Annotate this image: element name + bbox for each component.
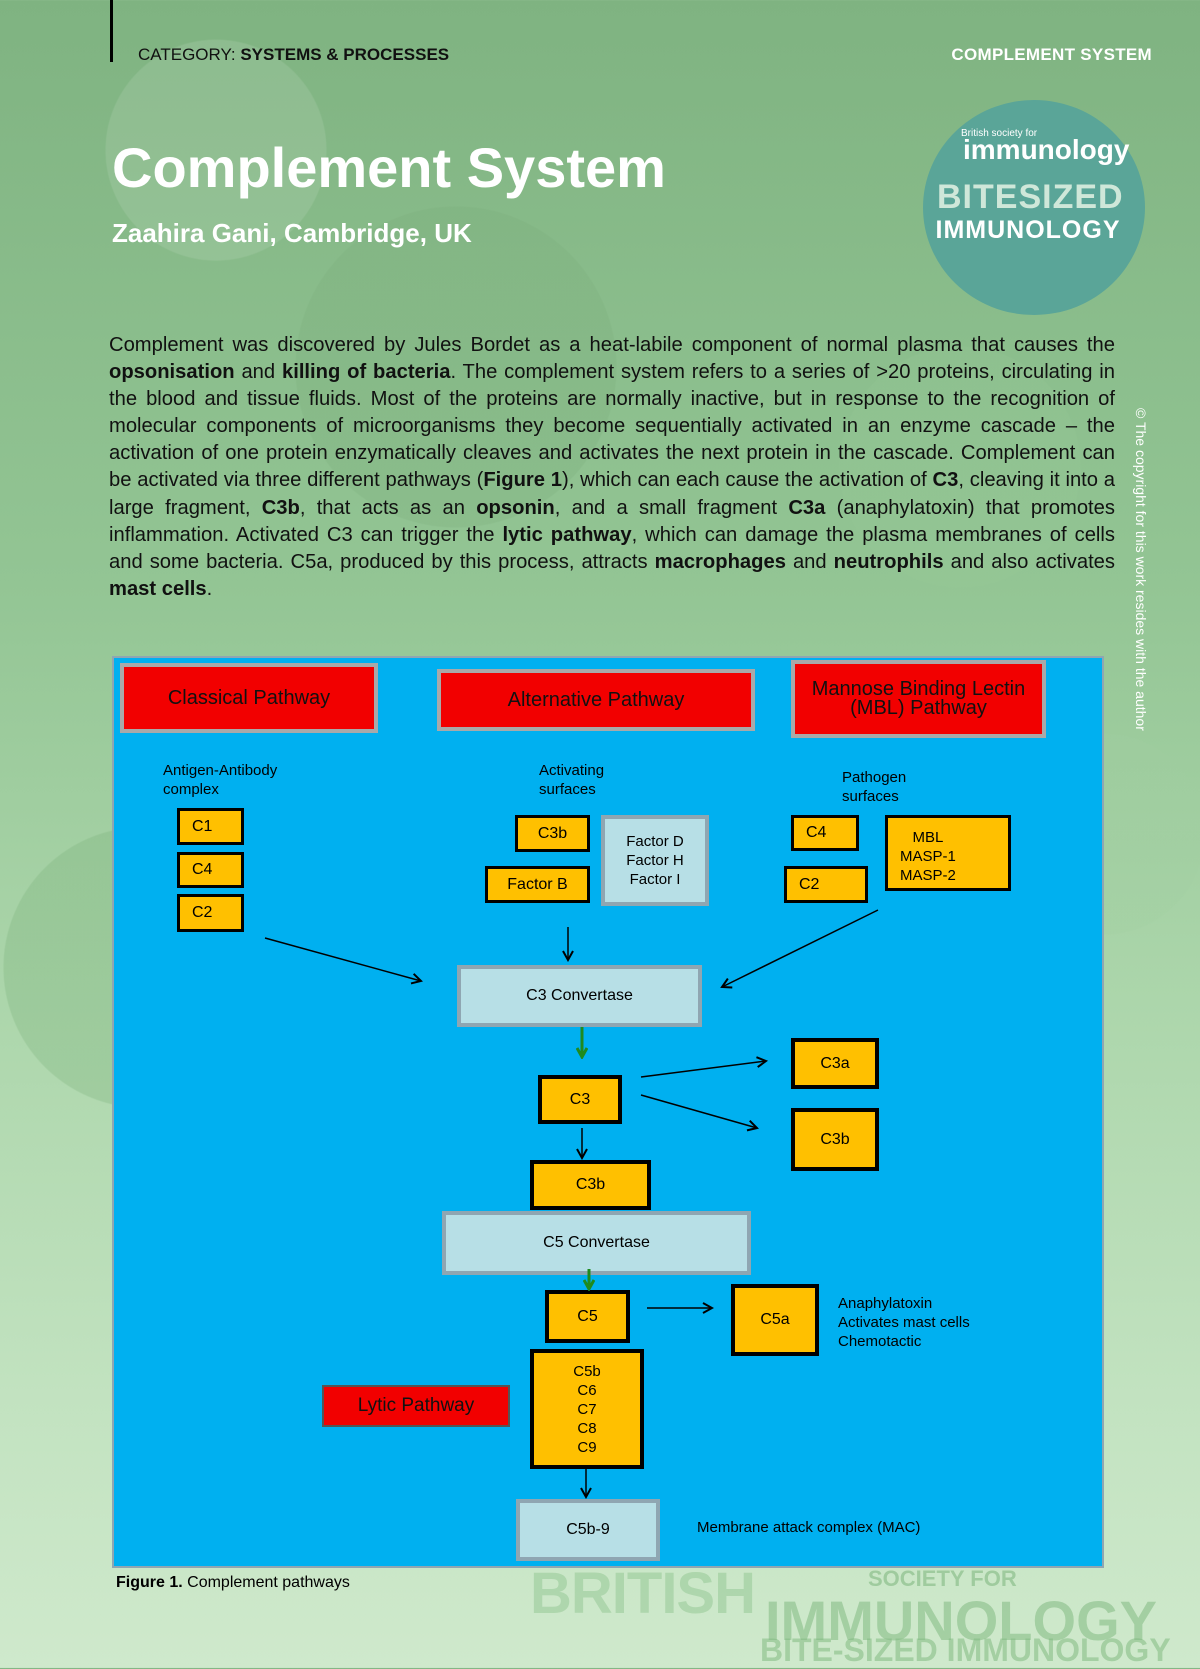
arrow-c3-to-c3a [640,1061,766,1078]
author-line: Zaahira Gani, Cambridge, UK [112,218,472,248]
intro-bold-term: opsonisation [109,361,235,384]
intro-bold-term: C3b [261,496,300,519]
intro-bold-term: neutrophils [833,550,944,573]
antigen-antibody-label: Antigen-Antibody complex [163,762,278,798]
footer-society: SOCIETY FOR [868,1566,1017,1591]
mbl-masp-box: MBL MASP-1 MASP-2 [885,815,1011,891]
factor-b-box: Factor B [485,866,590,903]
intro-text-run: , cleaving it into a large fragment, [109,469,1116,519]
c5a-description: Anaphylatoxin Activates mast cells Chemo… [838,1295,970,1350]
factors-dhi-box: Factor D Factor H Factor I [601,815,709,906]
mac-label: Membrane attack complex (MAC) [697,1519,921,1536]
c3-box: C3 [538,1075,622,1124]
intro-paragraph: Complement was discovered by Jules Borde… [109,332,1115,603]
footer-bitesized: BITE-SIZED IMMUNOLOGY [760,1632,1171,1668]
arrow-mbl-to-c3-convertase [722,909,879,987]
intro-bold-term: C3a [788,496,826,519]
intro-bold-term: C3 [932,469,959,492]
arrow-classical-to-c3-convertase [264,937,421,981]
pathogen-surfaces-label: Pathogen surfaces [842,769,907,805]
c5b-9-mac-box: C5b-9 [516,1499,660,1561]
intro-text-run: and [785,550,834,573]
bitesized-immunology-logo: British society for immunology BITESIZED… [923,100,1145,315]
intro-bold-term: lytic pathway [502,523,632,546]
intro-bold-term: opsonin [476,496,555,519]
c5-box: C5 [545,1290,630,1343]
c3b-box-alternative: C3b [515,815,590,852]
intro-text-run: and [234,361,282,384]
header-rule [110,0,113,62]
mbl-pathway-box: Mannose Binding Lectin (MBL) Pathway [791,660,1046,738]
classical-pathway-box: Classical Pathway [120,663,378,733]
intro-text-run: , and a small fragment [554,496,789,519]
c2-box-classical: C2 [177,894,244,932]
intro-text-run: Complement was discovered by Jules Borde… [109,334,1115,356]
topic-label: COMPLEMENT SYSTEM [951,45,1152,64]
intro-bold-term: macrophages [654,550,786,573]
intro-bold-term: Figure 1 [483,469,563,492]
c5a-box: C5a [731,1284,819,1356]
intro-text-run: . The complement system refers to a seri… [109,361,1115,492]
category-value: SYSTEMS & PROCESSES [240,45,450,64]
arrow-c3-to-c3b [640,1094,757,1128]
intro-text-run: , which can damage the plasma membranes … [109,523,1116,573]
lytic-pathway-box: Lytic Pathway [322,1385,510,1427]
c5b-c9-box: C5b C6 C7 C8 C9 [530,1349,644,1469]
intro-text-run: and also activates [943,550,1116,573]
c5-convertase-box: C5 Convertase [442,1211,751,1275]
footer-immunology: IMMUNOLOGY [765,1589,1157,1652]
c3b-box-cascade: C3b [530,1160,651,1210]
c4-box-classical: C4 [177,852,244,888]
intro-text-run: . [206,577,213,600]
intro-text-run: , that acts as an [299,496,477,519]
c4-box-mbl: C4 [791,815,859,851]
c2-box-mbl: C2 [784,866,868,903]
figure-caption: Figure 1. Complement pathways [116,1574,350,1591]
c3b-box-output: C3b [791,1108,879,1171]
c3-convertase-box: C3 Convertase [457,965,702,1027]
footer-british: BRITISH [530,1561,756,1626]
c3a-box: C3a [791,1038,879,1089]
intro-bold-term: killing of bacteria [281,361,451,384]
intro-text-run: ), which can each cause the activation o… [562,469,933,492]
c1-box: C1 [177,808,244,845]
alternative-pathway-box: Alternative Pathway [437,669,755,731]
category-label: CATEGORY: SYSTEMS & PROCESSES [138,45,450,64]
activating-surfaces-label: Activating surfaces [539,762,605,798]
intro-bold-term: mast cells [109,577,207,600]
page-title: Complement System [112,136,666,199]
intro-text-run: (anaphylatoxin) that promotes inflammati… [109,496,1115,546]
